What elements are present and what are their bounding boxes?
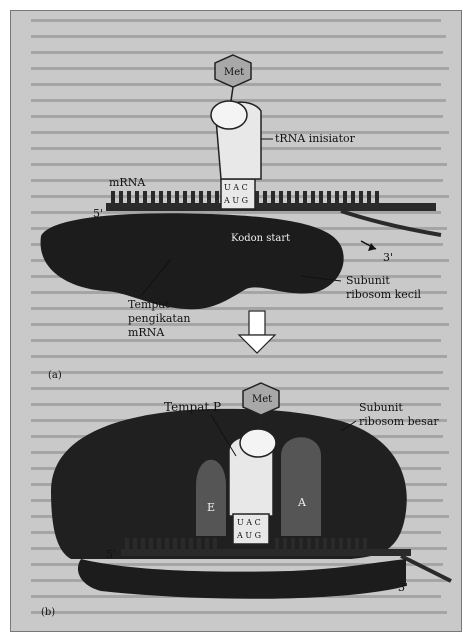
trna-loop-b <box>240 429 276 457</box>
large-subunit-label-line1: Subunit <box>359 401 403 414</box>
codon-label-b: A U G <box>237 529 261 542</box>
diagram-panel-b <box>11 11 461 631</box>
e-site-label: E <box>207 501 215 514</box>
anticodon-label-b: U A C <box>237 516 261 529</box>
a-site-region <box>281 437 321 536</box>
five-prime-label-b: 5' <box>106 548 116 561</box>
small-subunit-b <box>78 559 406 599</box>
scanned-book-page: Met tRNA inisiator mRNA 5' 3' U A C A U … <box>10 10 462 632</box>
p-site-label: Tempat P <box>164 401 221 414</box>
large-subunit-label-line2: ribosom besar <box>359 415 439 428</box>
panel-b-letter: (b) <box>41 606 55 619</box>
a-site-label: A <box>298 496 306 509</box>
e-site-region <box>196 460 226 536</box>
three-prime-label-b: 3' <box>398 581 408 594</box>
met-label-b: Met <box>252 393 272 406</box>
